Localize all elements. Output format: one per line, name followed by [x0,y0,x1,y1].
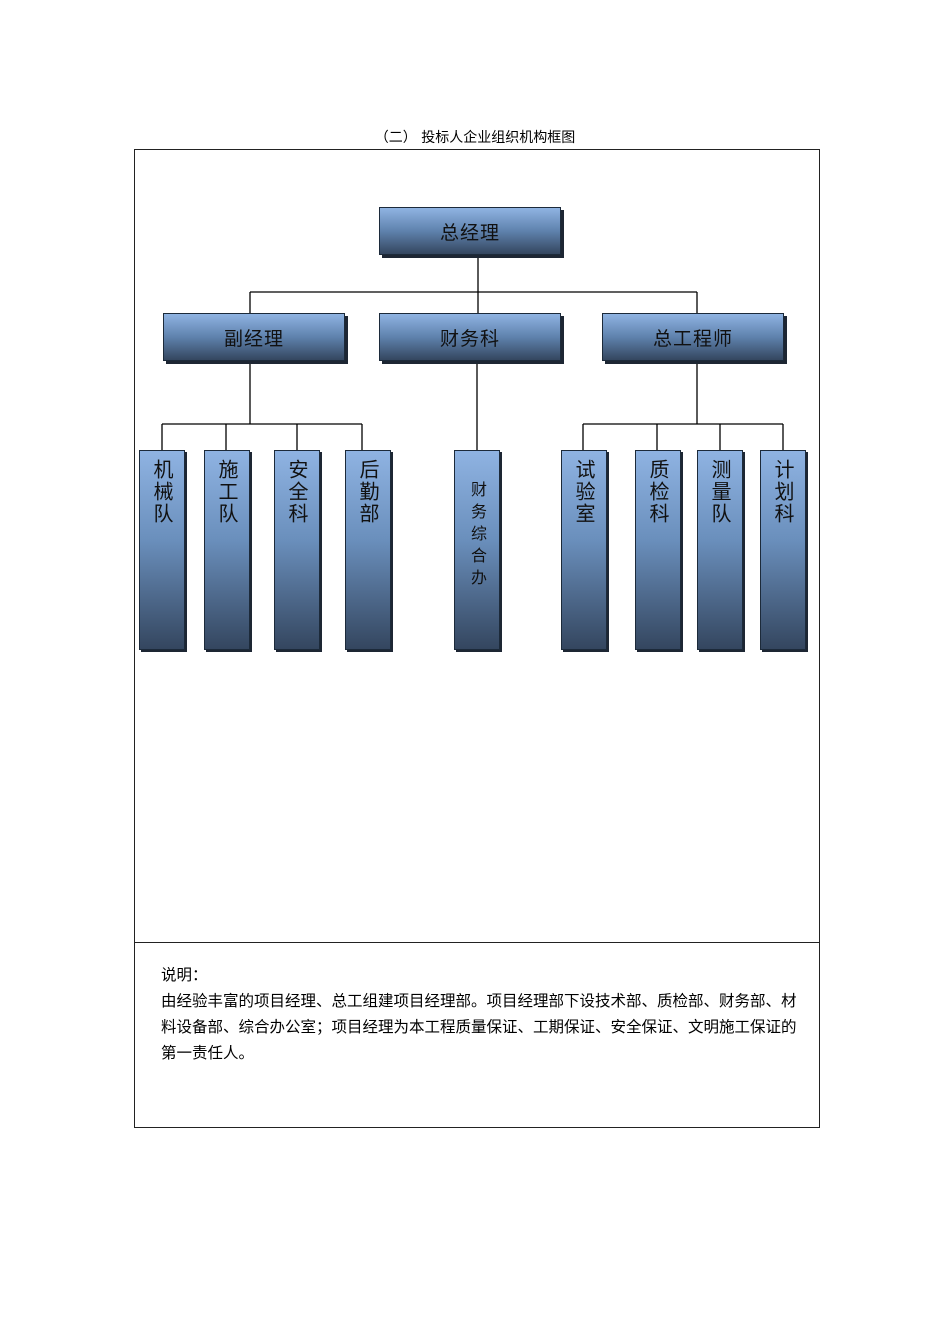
node-label: 安全科 [285,459,309,525]
node-deputy-manager: 副经理 [163,313,345,361]
node-chief-engineer: 总工程师 [602,313,784,361]
node-label: 后勤部 [356,459,380,525]
node-label: 计划科 [771,459,795,525]
node-qc-dept: 质检科 [635,450,681,650]
node-label: 财务科 [439,327,500,350]
node-logistics-dept: 后勤部 [345,450,391,650]
node-label: 副经理 [223,327,284,350]
node-test-lab: 试验室 [561,450,607,650]
node-planning-dept: 计划科 [760,450,806,650]
node-label: 测量队 [708,459,732,525]
node-machinery-team: 机械队 [139,450,185,650]
node-label: 试验室 [572,459,596,525]
node-finance-office: 财务综合办 [454,450,500,650]
notes-section: 说明： 由经验丰富的项目经理、总工组建项目经理部。项目经理部下设技术部、质检部、… [161,962,806,1066]
node-survey-team: 测量队 [697,450,743,650]
node-general-manager: 总经理 [379,207,561,255]
notes-heading: 说明： [161,966,208,984]
node-safety-dept: 安全科 [274,450,320,650]
frame-divider [134,942,820,943]
node-label: 总经理 [439,221,500,244]
diagram-frame [134,149,820,1128]
node-construction-team: 施工队 [204,450,250,650]
node-label: 机械队 [150,459,174,525]
node-finance-dept: 财务科 [379,313,561,361]
node-label: 施工队 [215,459,239,525]
node-label: 财务综合办 [468,481,487,591]
node-label: 总工程师 [652,327,733,350]
page-caption: （二） 投标人企业组织机构框图 [374,130,576,146]
node-label: 质检科 [646,459,670,525]
notes-body: 由经验丰富的项目经理、总工组建项目经理部。项目经理部下设技术部、质检部、财务部、… [161,992,797,1062]
